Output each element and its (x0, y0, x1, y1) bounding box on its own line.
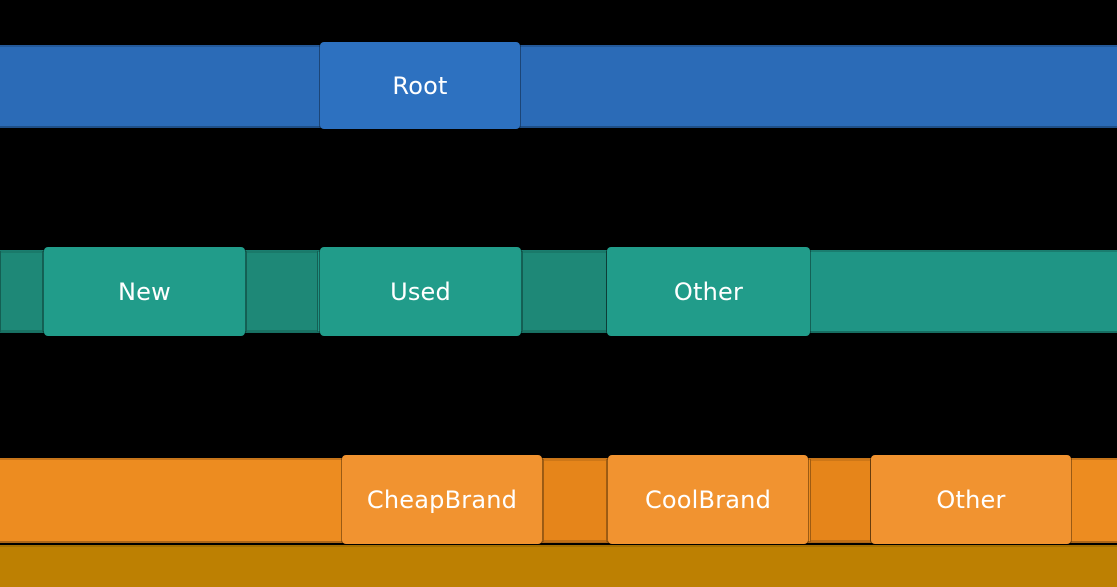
node-label: Other (673, 277, 744, 306)
node-level-2-used[interactable]: Used (320, 247, 521, 336)
level-3-segment[interactable] (543, 459, 607, 542)
level-2-segment[interactable] (522, 251, 607, 332)
node-level-2-other[interactable]: Other (607, 247, 810, 336)
node-level-2-new[interactable]: New (44, 247, 245, 336)
node-label: CoolBrand (644, 485, 772, 514)
level-2-segment[interactable] (246, 251, 318, 332)
node-label: Root (392, 71, 448, 100)
node-label: New (118, 277, 171, 306)
node-level-1-root[interactable]: Root (320, 42, 520, 129)
clipped-bottom-level-strip[interactable] (0, 545, 1117, 587)
level-3-segment[interactable] (810, 459, 871, 542)
node-label: CheapBrand (366, 485, 518, 514)
level-1-bar[interactable] (0, 45, 1117, 128)
level-2-segment[interactable] (0, 251, 43, 332)
node-label: Used (390, 277, 451, 306)
node-level-3-other[interactable]: Other (871, 455, 1071, 544)
node-label: Other (936, 485, 1006, 514)
node-level-3-cheapbrand[interactable]: CheapBrand (342, 455, 542, 544)
node-level-3-coolbrand[interactable]: CoolBrand (608, 455, 808, 544)
